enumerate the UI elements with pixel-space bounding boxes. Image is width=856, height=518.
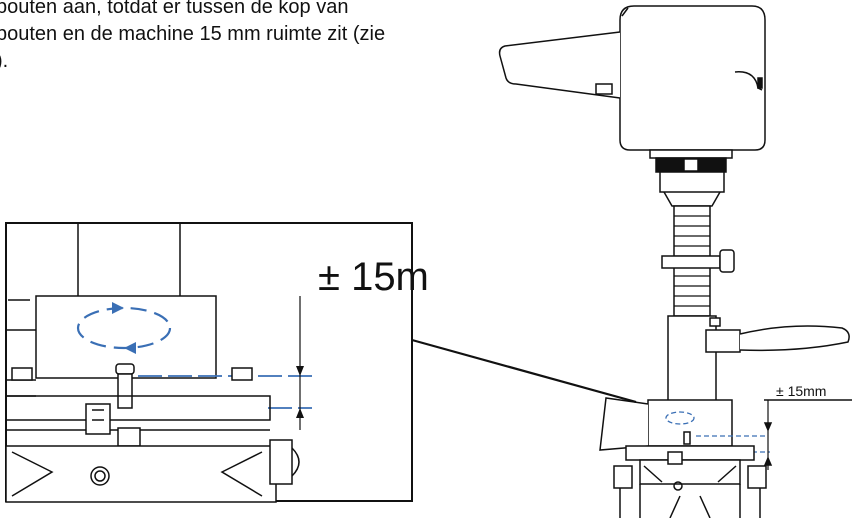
overview-dimension-label: ± 15mm <box>776 383 826 399</box>
instruction-line-3: ). <box>0 50 9 72</box>
instruction-line-2: bouten en de machine 15 mm ruimte zit (z… <box>0 23 386 45</box>
detail-dimension-label: ± 15m <box>318 255 429 299</box>
detail-leader-line <box>411 338 637 404</box>
instruction-line-1: bouten aan, totdat er tussen de kop van <box>0 0 349 18</box>
machine-overview: ± 15mm <box>498 5 852 518</box>
detail-inset: ± 15m <box>5 222 429 503</box>
instruction-text: bouten aan, totdat er tussen de kop van … <box>0 0 476 75</box>
